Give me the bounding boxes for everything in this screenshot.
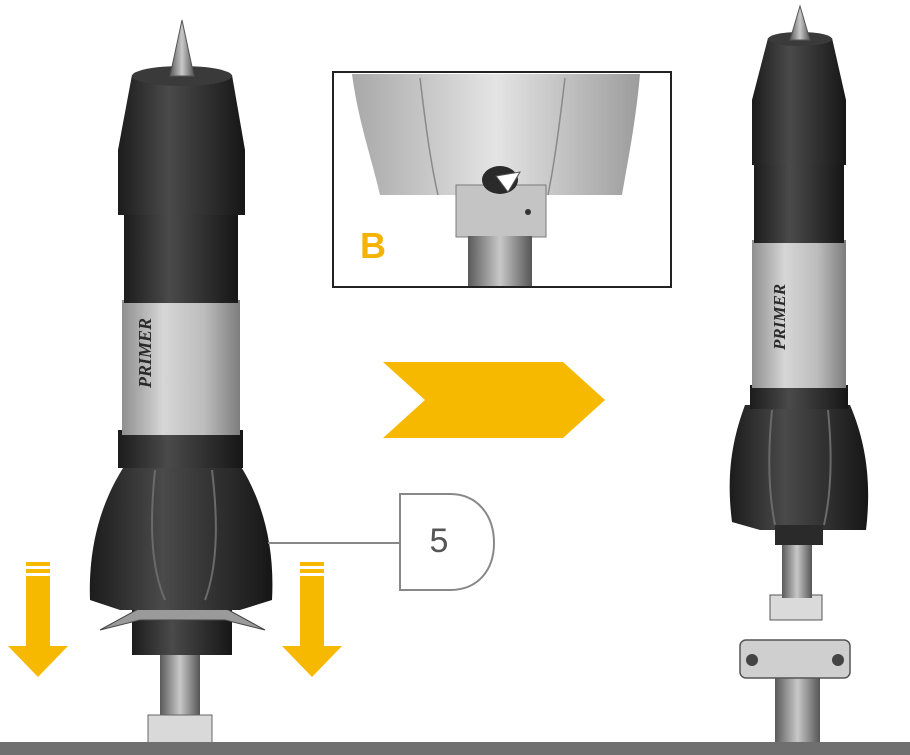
left-skirt-ridge <box>204 469 217 601</box>
right-base-skirt <box>729 405 869 530</box>
left-body-ring <box>118 430 243 468</box>
right-grey-body <box>752 240 846 388</box>
transition-arrow <box>383 362 605 438</box>
callout-badge-shape <box>399 493 496 591</box>
inset-fin-line <box>419 77 439 196</box>
left-lightning-rod-device <box>89 19 273 746</box>
right-clamp-bolt <box>746 654 758 666</box>
down-arrow-right <box>282 562 342 677</box>
left-spike-tip <box>169 19 195 77</box>
right-threaded-rod <box>782 540 812 598</box>
inset-rod <box>468 236 532 286</box>
left-base-skirt <box>89 465 273 610</box>
left-skirt-ridge <box>151 469 166 601</box>
right-lower-collar <box>775 525 823 545</box>
right-skirt-ridge <box>768 409 776 526</box>
right-clamp-nut <box>769 594 823 621</box>
right-skirt-ridge <box>823 409 832 526</box>
inset-small-hole <box>525 209 531 215</box>
inset-label-b: B <box>360 225 386 266</box>
left-device-brand-logo: PRIMER <box>135 317 155 388</box>
right-clamp-bolt <box>832 654 844 666</box>
right-device-brand-logo: PRIMER <box>770 283 789 350</box>
floor-bar <box>0 742 910 755</box>
right-cap <box>752 38 846 165</box>
inset-pin <box>495 171 521 193</box>
callout-number-5: 5 <box>429 522 449 560</box>
right-upper-tube <box>754 165 844 243</box>
right-spike-tip <box>789 4 811 41</box>
down-arrow-left <box>8 562 68 677</box>
left-nut <box>147 714 213 746</box>
right-body-ring <box>750 385 848 409</box>
right-clamp <box>739 639 851 679</box>
left-grey-body <box>122 300 240 435</box>
right-lightning-rod-device <box>729 4 869 750</box>
detail-inset-b <box>332 71 672 288</box>
left-upper-tube <box>124 215 238 303</box>
inset-fin-line <box>547 77 566 196</box>
left-cap <box>118 75 245 215</box>
